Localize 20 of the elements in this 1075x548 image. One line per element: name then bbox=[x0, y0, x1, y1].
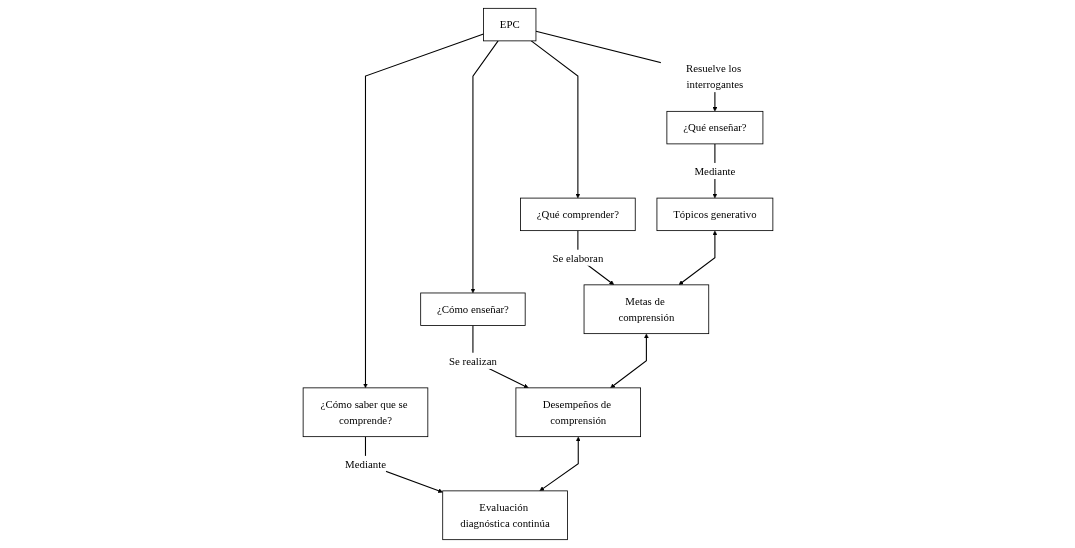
edge-label: Resuelve los interrogantes bbox=[685, 62, 743, 91]
node-box: ¿Cómo saber que se comprende? bbox=[302, 387, 428, 438]
node-box: ¿Qué enseñar? bbox=[665, 110, 763, 145]
node-box: ¿Cómo enseñar? bbox=[419, 292, 526, 326]
edge-label: Mediante bbox=[344, 457, 386, 470]
edge-label: Mediante bbox=[693, 165, 735, 177]
node-box: Tópicos generativo bbox=[656, 197, 773, 232]
arrow bbox=[530, 40, 580, 199]
arrow bbox=[362, 33, 484, 389]
arrow bbox=[609, 333, 649, 389]
arrow bbox=[470, 40, 499, 294]
edge-label: Se elaboran bbox=[551, 251, 603, 264]
arrow bbox=[678, 230, 717, 286]
node-box: Evaluación diagnóstica continúa bbox=[441, 490, 568, 541]
node-box: EPC bbox=[482, 7, 536, 42]
edge-label: Se realizan bbox=[448, 354, 497, 367]
node-box: ¿Qué comprender? bbox=[519, 197, 636, 232]
arrow bbox=[539, 436, 581, 492]
node-box: Metas de comprensión bbox=[583, 284, 709, 335]
node-box: Desempeños de comprensión bbox=[515, 387, 641, 438]
